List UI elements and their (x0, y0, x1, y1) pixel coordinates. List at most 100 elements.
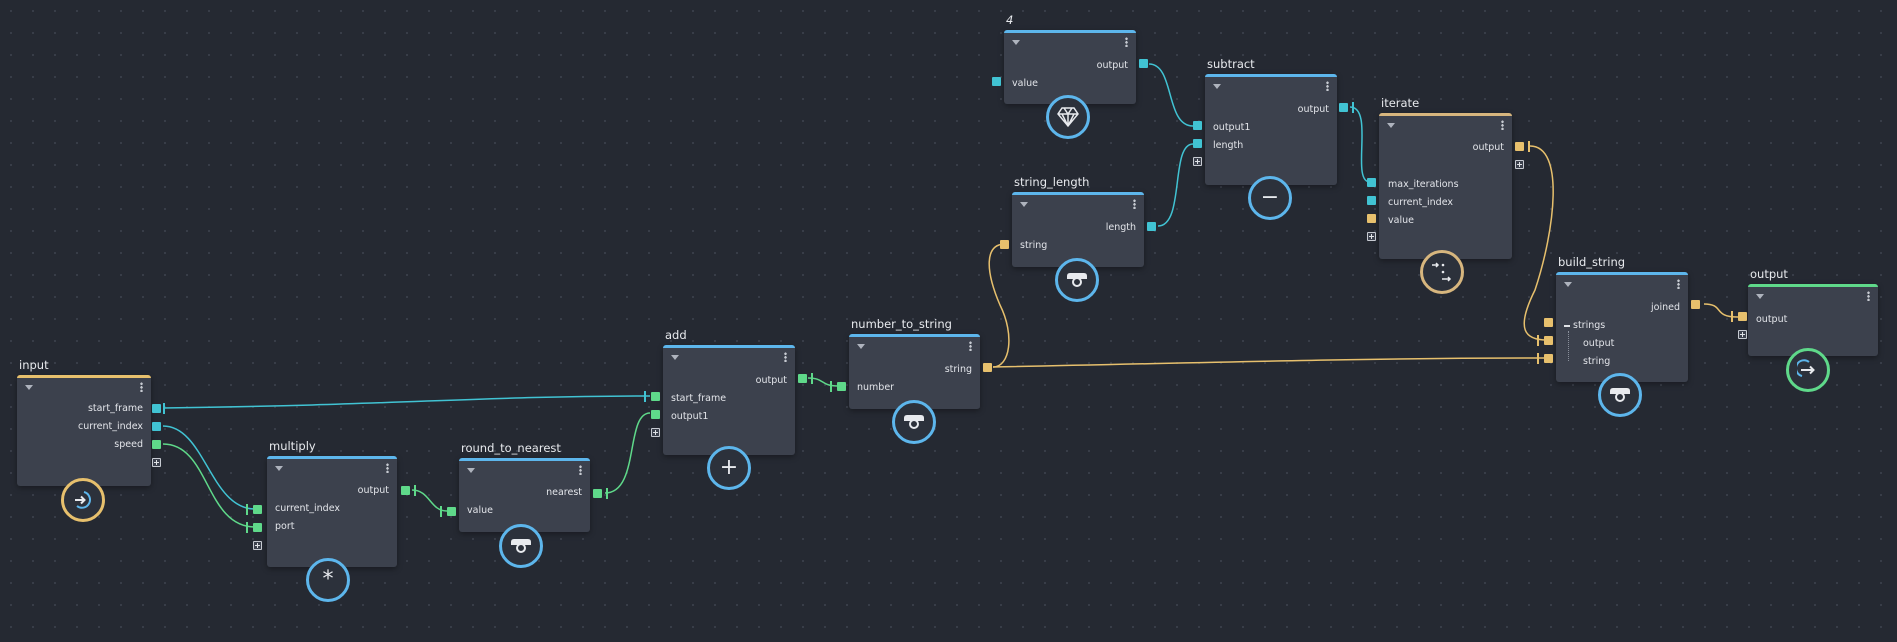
add-port-button[interactable] (253, 541, 262, 550)
node-add[interactable]: add output start_frame output1 (663, 328, 795, 455)
port-group-label: strings (1573, 320, 1606, 331)
connector-bar (246, 522, 248, 533)
input-port-port[interactable] (253, 523, 262, 532)
kebab-menu-icon[interactable] (386, 463, 389, 473)
wire-number-to-string-to-build-string (992, 357, 1548, 368)
node-multiply[interactable]: multiply output current_index port (267, 439, 397, 567)
port-label: current_index (77, 421, 143, 432)
output-port-string[interactable] (983, 363, 992, 372)
input-port-current-index[interactable] (1367, 196, 1376, 205)
wire-four-to-subtract (1148, 63, 1194, 127)
input-port-string[interactable] (1000, 240, 1009, 249)
kebab-menu-icon[interactable] (1326, 81, 1329, 91)
output-label: joined (1651, 302, 1680, 313)
string-length-icon (1055, 258, 1099, 302)
add-port-button[interactable] (1367, 232, 1376, 241)
multiply-symbol: * (322, 567, 334, 592)
output-port-length[interactable] (1147, 222, 1156, 231)
node-number-to-string[interactable]: number_to_string string number (849, 317, 980, 409)
kebab-menu-icon[interactable] (1677, 279, 1680, 289)
kebab-menu-icon[interactable] (969, 341, 972, 351)
input-port-strings[interactable] (1544, 318, 1553, 327)
node-round-to-nearest[interactable]: round_to_nearest nearest value (459, 441, 590, 532)
output-port-start-frame[interactable] (152, 404, 161, 413)
number-to-string-icon (892, 400, 936, 444)
collapse-arrow-icon[interactable] (1387, 123, 1395, 128)
kebab-menu-icon[interactable] (579, 465, 582, 475)
build-string-icon (1598, 373, 1642, 417)
input-port-value[interactable] (1367, 214, 1376, 223)
node-title: add (665, 328, 687, 342)
node-input[interactable]: input start_frame current_index speed (17, 358, 151, 486)
node-subtract[interactable]: subtract output output1 length (1205, 57, 1337, 185)
add-port-button[interactable] (1193, 157, 1202, 166)
port-label: current_index (1388, 197, 1454, 208)
node-title: iterate (1381, 96, 1420, 110)
input-port-output[interactable] (1544, 336, 1553, 345)
add-symbol: + (719, 455, 739, 480)
kebab-menu-icon[interactable] (1867, 291, 1870, 301)
node-4[interactable]: 4 output value (1004, 13, 1136, 104)
collapse-arrow-icon[interactable] (467, 468, 475, 473)
connector-bar (830, 381, 832, 392)
connector-bar (1528, 141, 1530, 152)
node-output[interactable]: output output (1748, 267, 1878, 356)
node-string-length[interactable]: string_length length string (1012, 175, 1144, 267)
collapse-arrow-icon[interactable] (1012, 40, 1020, 45)
collapse-arrow-icon[interactable] (857, 344, 865, 349)
connector-bar (246, 504, 248, 515)
output-port-nearest[interactable] (593, 489, 602, 498)
multiply-icon: * (306, 558, 350, 602)
output-port-output[interactable] (401, 486, 410, 495)
input-port-output1[interactable] (1193, 121, 1202, 130)
connector-bar (163, 403, 165, 414)
port-label: output1 (1213, 122, 1251, 133)
input-port-value[interactable] (992, 77, 1001, 86)
add-port-button[interactable] (1738, 330, 1747, 339)
collapse-arrow-icon[interactable] (1756, 294, 1764, 299)
output-port-output[interactable] (1139, 59, 1148, 68)
collapse-arrow-icon[interactable] (1213, 84, 1221, 89)
input-port-output1[interactable] (651, 410, 660, 419)
port-label: start_frame (87, 403, 143, 414)
add-port-button[interactable] (152, 458, 161, 467)
wire-subtract-to-iterate (1349, 106, 1371, 183)
collapse-arrow-icon[interactable] (275, 466, 283, 471)
output-port-joined[interactable] (1691, 300, 1700, 309)
output-port-current-index[interactable] (152, 422, 161, 431)
node-iterate[interactable]: iterate output max_iterations current_in… (1379, 96, 1512, 259)
input-port-value[interactable] (447, 507, 456, 516)
input-port-output[interactable] (1738, 312, 1747, 321)
input-port-string[interactable] (1544, 354, 1553, 363)
add-port-button[interactable] (651, 428, 660, 437)
port-label: string (1020, 240, 1048, 251)
output-port-output[interactable] (798, 374, 807, 383)
kebab-menu-icon[interactable] (140, 382, 143, 392)
input-port-current-index[interactable] (253, 505, 262, 514)
node-title: round_to_nearest (461, 441, 561, 455)
collapse-arrow-icon[interactable] (1020, 202, 1028, 207)
collapse-arrow-icon[interactable] (671, 355, 679, 360)
node-title: output (1750, 267, 1788, 281)
output-label: output (357, 485, 389, 496)
kebab-menu-icon[interactable] (1133, 199, 1136, 209)
input-port-length[interactable] (1193, 139, 1202, 148)
output-port-speed[interactable] (152, 440, 161, 449)
input-port-start-frame[interactable] (651, 392, 660, 401)
kebab-menu-icon[interactable] (1125, 37, 1128, 47)
subtract-symbol: − (1260, 185, 1280, 210)
collapse-arrow-icon[interactable] (25, 385, 33, 390)
input-port-number[interactable] (837, 382, 846, 391)
kebab-menu-icon[interactable] (1501, 120, 1504, 130)
add-port-button[interactable] (1515, 160, 1524, 169)
connector-bar (1731, 311, 1733, 322)
node-build-string[interactable]: build_string joined strings output strin… (1556, 255, 1688, 382)
node-title: number_to_string (851, 317, 952, 331)
collapse-arrow-icon[interactable] (1564, 282, 1572, 287)
collapse-group-icon[interactable] (1564, 325, 1570, 327)
output-port-output[interactable] (1339, 103, 1348, 112)
wire-add-to-number-to-string (807, 377, 839, 387)
output-port-output[interactable] (1515, 142, 1524, 151)
kebab-menu-icon[interactable] (784, 352, 787, 362)
input-port-max-iterations[interactable] (1367, 178, 1376, 187)
